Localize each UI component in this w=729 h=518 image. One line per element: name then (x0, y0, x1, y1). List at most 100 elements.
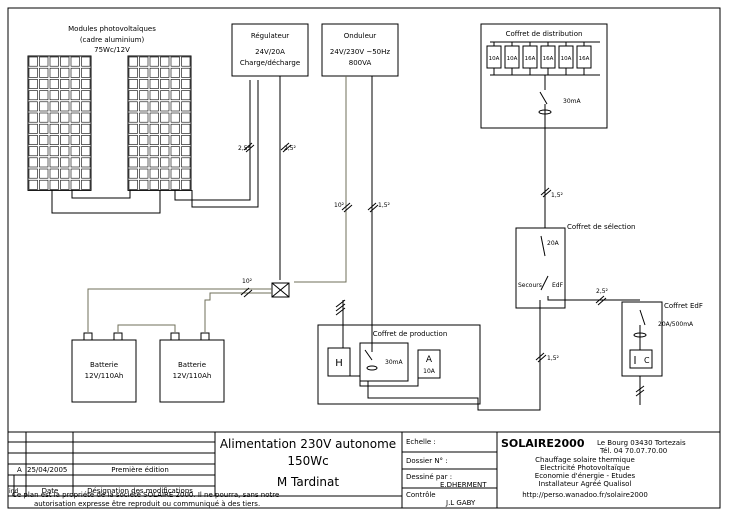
pv-cell (149, 146, 159, 157)
pv-cell (28, 179, 38, 190)
pv-cell (160, 112, 170, 123)
production-ammeter-label: A (426, 355, 433, 365)
distribution-rcd-switch (539, 91, 548, 105)
inverter-title: Onduleur (344, 32, 377, 40)
pv-cell (39, 90, 49, 101)
pv-cell (70, 90, 80, 101)
pv-cell (81, 79, 91, 89)
cable-tick (595, 295, 605, 304)
notice-line-1: Ce plan est la propriété de la société S… (12, 491, 279, 499)
pv-cell (149, 67, 159, 78)
pv-cell (60, 135, 70, 145)
cable-tick (635, 385, 645, 393)
pv-cell (60, 79, 70, 89)
pv-cell (128, 146, 138, 157)
pv-cell (70, 123, 80, 134)
pv-cell (81, 123, 91, 134)
pv-cell (60, 123, 70, 134)
pv-cell (70, 135, 80, 145)
edf-box (621, 301, 663, 377)
pv-cell (39, 146, 49, 157)
pv-cell (160, 56, 170, 67)
pv-cell (49, 56, 59, 67)
echelle-label: Echelle : (406, 438, 436, 446)
pv-cell (128, 79, 138, 89)
pv-cell (60, 67, 70, 78)
cable-tick (341, 202, 351, 211)
junction-cross (271, 282, 290, 298)
title-line-1: Alimentation 230V autonome (220, 437, 396, 451)
pv-cell (70, 79, 80, 89)
pv-cell (39, 179, 49, 190)
pv-cell (170, 112, 180, 123)
earth-stroke (335, 303, 346, 312)
pv-cell (181, 112, 191, 123)
pv-cell (49, 168, 59, 179)
production-rcd-label: 30mA (385, 359, 403, 366)
selection-switch (540, 235, 546, 257)
pv-cell (49, 101, 59, 112)
earth-stroke (335, 299, 346, 308)
pv-cell (28, 135, 38, 145)
pv-cell (170, 101, 180, 112)
pv-cell (139, 146, 149, 157)
edf-meter-label: C (644, 356, 650, 365)
pv-label-2: (cadre aluminium) (80, 36, 145, 44)
battery-minus-wire (204, 292, 272, 332)
company-line-4: Installateur Agréé Qualisol (539, 480, 632, 488)
pv-module-right (127, 55, 192, 191)
revision-index: A (17, 466, 22, 474)
edf-switch (639, 309, 646, 326)
pv-cell (160, 168, 170, 179)
regulator-spec-1: 24V/20A (255, 48, 285, 56)
pv-cell (70, 67, 80, 78)
pv-cell (49, 146, 59, 157)
controle-label: Contrôle (406, 491, 436, 499)
distribution-box (480, 23, 608, 129)
selection-changeover (540, 275, 549, 291)
battery-2-spec: 12V/110Ah (173, 372, 212, 380)
regulator-title: Régulateur (251, 32, 289, 40)
cable-tick (537, 354, 547, 363)
cable-tick (597, 297, 607, 306)
cable-tick (282, 144, 292, 153)
battery-2-name: Batterie (178, 361, 206, 369)
pv-cell (28, 112, 38, 123)
pv-cell (139, 179, 149, 190)
cable-tick (542, 189, 552, 198)
production-title: Coffret de production (373, 330, 448, 338)
breaker-label: 16A (543, 56, 554, 62)
pv-series-wire (51, 190, 161, 214)
pv-cell (81, 67, 91, 78)
pv-cell (160, 135, 170, 145)
pv-cell (149, 79, 159, 89)
title-line-2: 150Wc (287, 454, 328, 468)
pv-cell (170, 123, 180, 134)
pv-cell (181, 67, 191, 78)
pv-cell (170, 135, 180, 145)
pv-cell (70, 56, 80, 67)
pv-cell (139, 90, 149, 101)
rcd-coil (366, 365, 378, 371)
company-url: http://perso.wanadoo.fr/solaire2000 (522, 491, 648, 499)
distribution-title: Coffret de distribution (506, 30, 583, 38)
battery-1-name: Batterie (90, 361, 118, 369)
pv-label-3: 75Wc/12V (94, 46, 130, 54)
pv-cell (60, 101, 70, 112)
pv-cell (139, 79, 149, 89)
pv-cell (128, 90, 138, 101)
column-index: ind (9, 488, 18, 495)
company-name: SOLAIRE2000 (501, 437, 585, 450)
title-line-3: M Tardinat (277, 475, 339, 489)
edf-breaker-label: 20A/500mA (658, 321, 694, 328)
pv-cell (128, 123, 138, 134)
inverter-spec-1: 24V/230V ~50Hz (330, 48, 390, 56)
production-internal-wire (350, 375, 419, 387)
pv-cell (181, 79, 191, 89)
column-designation: Désignation des modifications (87, 487, 193, 495)
breaker-label: 16A (579, 56, 590, 62)
column-date: Date (42, 487, 59, 495)
pv-cell (149, 135, 159, 145)
